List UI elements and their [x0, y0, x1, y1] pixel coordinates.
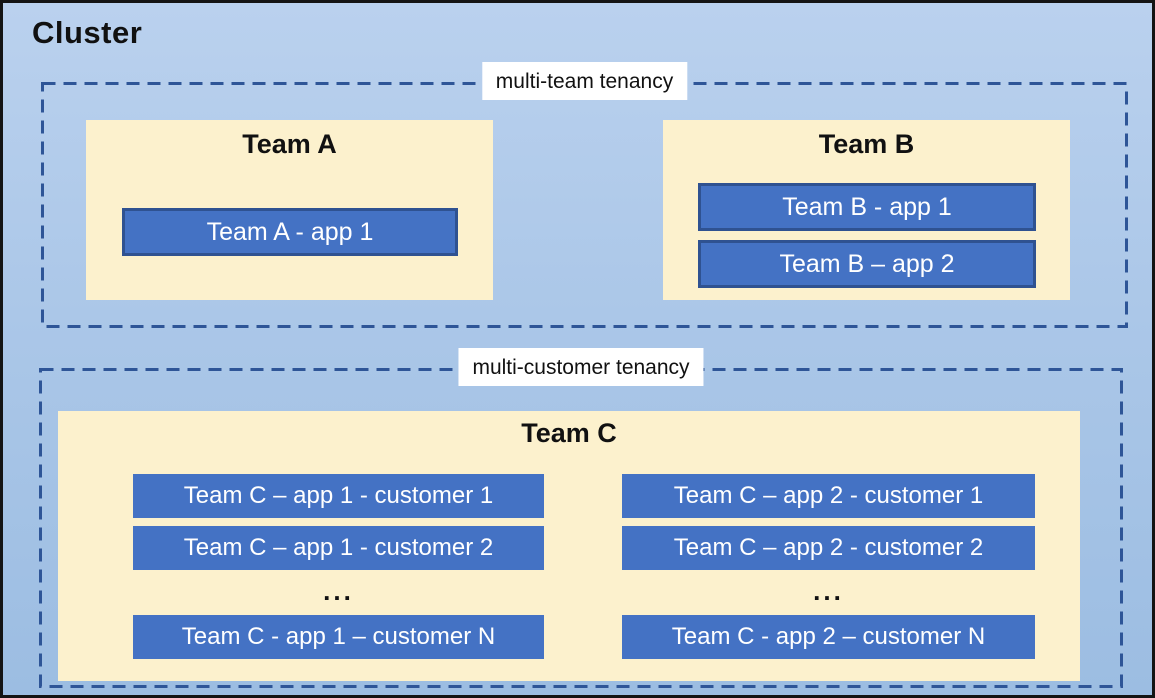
- team-a-title: Team A: [242, 129, 337, 159]
- team-b-panel: Team B Team B - app 1 Team B – app 2: [663, 120, 1070, 300]
- ellipsis-app1: ...: [323, 576, 354, 606]
- section-label-multi-team: multi-team tenancy: [481, 62, 688, 100]
- team-b-title: Team B: [818, 129, 915, 159]
- app-team-c-app1-customer1: Team C – app 1 - customer 1: [133, 474, 544, 518]
- app-team-c-app2-customer2: Team C – app 2 - customer 2: [622, 526, 1035, 570]
- app-team-b-app2: Team B – app 2: [698, 240, 1036, 288]
- team-c-app2-column: Team C – app 2 - customer 1 Team C – app…: [622, 474, 1035, 659]
- ellipsis-app2: ...: [813, 576, 844, 606]
- app-team-b-app1: Team B - app 1: [698, 183, 1036, 231]
- cluster-title: Cluster: [32, 15, 143, 50]
- team-c-panel: Team C Team C – app 1 - customer 1 Team …: [58, 411, 1080, 681]
- app-team-c-app2-customerN: Team C - app 2 – customer N: [622, 615, 1035, 659]
- app-team-a-app1: Team A - app 1: [122, 208, 458, 256]
- section-multi-team-tenancy: multi-team tenancy Team A Team A - app 1…: [41, 62, 1128, 328]
- section-label-multi-customer: multi-customer tenancy: [458, 348, 704, 386]
- team-c-title: Team C: [521, 418, 617, 448]
- team-c-app1-column: Team C – app 1 - customer 1 Team C – app…: [133, 474, 544, 659]
- app-team-c-app1-customer2: Team C – app 1 - customer 2: [133, 526, 544, 570]
- team-a-panel: Team A Team A - app 1: [86, 120, 493, 300]
- app-team-c-app1-customerN: Team C - app 1 – customer N: [133, 615, 544, 659]
- section-multi-customer-tenancy: multi-customer tenancy Team C Team C – a…: [39, 348, 1123, 688]
- app-team-c-app2-customer1: Team C – app 2 - customer 1: [622, 474, 1035, 518]
